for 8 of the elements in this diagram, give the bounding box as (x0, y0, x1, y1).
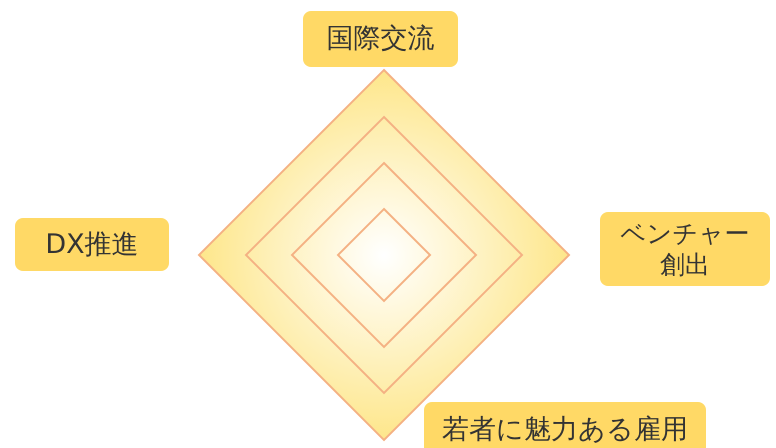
label-box (303, 11, 458, 67)
label-box (424, 402, 706, 448)
label-box (15, 218, 169, 271)
axis-label: 若者に魅力ある雇用 (442, 413, 688, 447)
axis-label: ベンチャー創出 (620, 218, 750, 280)
axis-label: DX推進 (45, 228, 139, 262)
label-box (600, 212, 770, 286)
axis-label: 国際交流 (326, 22, 434, 56)
